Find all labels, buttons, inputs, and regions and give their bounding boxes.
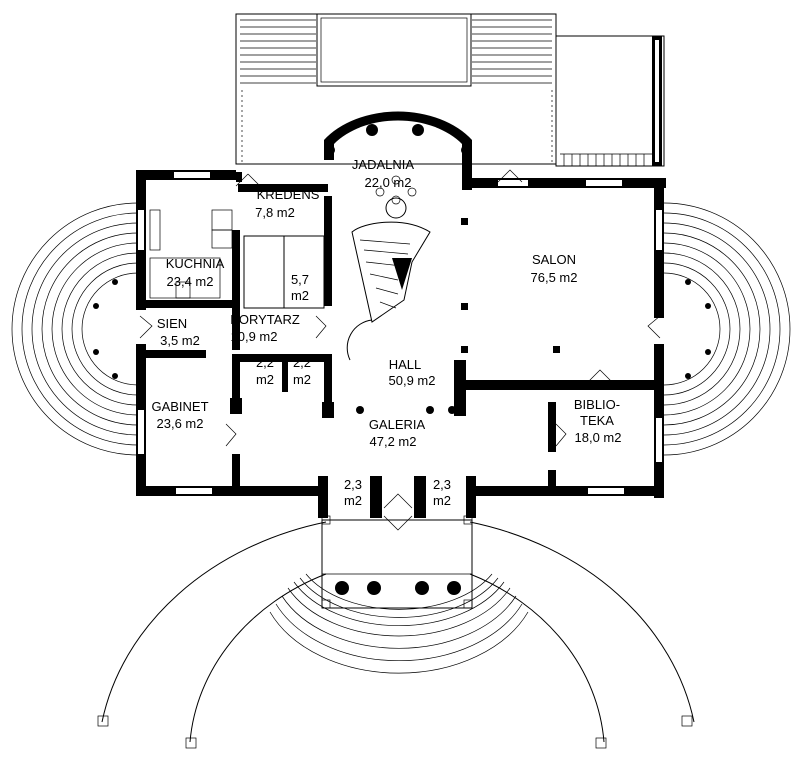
room-wc22a-name: 2,2 <box>256 355 274 370</box>
room-wc23b-name: 2,3 <box>433 477 451 492</box>
east-round-stairs <box>663 202 791 456</box>
room-kuchnia-name: KUCHNIA <box>166 256 225 271</box>
room-jadalnia-name: JADALNIA <box>352 157 414 172</box>
room-salon-area: 76,5 m2 <box>531 270 578 285</box>
north-terrace <box>235 13 557 165</box>
north-left-stairs <box>240 19 316 84</box>
south-grand-stairs <box>97 515 695 749</box>
room-wc23b-area: m2 <box>433 493 451 508</box>
room-kredens-name: KREDENS <box>257 187 320 202</box>
room-wc22b-area: m2 <box>293 372 311 387</box>
room-kuchnia-area: 23,4 m2 <box>167 274 214 289</box>
room-korytarz-name: KORYTARZ <box>230 312 300 327</box>
room-hall-name: HALL <box>389 357 422 372</box>
spiral-staircase <box>346 175 431 361</box>
room-wc57-area: m2 <box>291 288 309 303</box>
room-wc57-name: 5,7 <box>291 272 309 287</box>
room-labels: JADALNIA 22,0 m2 KREDENS 7,8 m2 KUCHNIA … <box>151 157 621 508</box>
room-wc22a-area: m2 <box>256 372 274 387</box>
room-jadalnia-area: 22,0 m2 <box>365 175 412 190</box>
room-salon-name: SALON <box>532 252 576 267</box>
interior-columns <box>356 218 560 414</box>
room-biblioteka-name: BIBLIO- <box>574 397 620 412</box>
room-wc22b-name: 2,2 <box>293 355 311 370</box>
room-sien-area: 3,5 m2 <box>160 333 200 348</box>
northeast-terrace <box>555 35 665 167</box>
room-gabinet-area: 23,6 m2 <box>157 416 204 431</box>
room-galeria-area: 47,2 m2 <box>370 434 417 449</box>
room-biblioteka-name2: TEKA <box>580 413 614 428</box>
room-kredens-area: 7,8 m2 <box>255 205 295 220</box>
room-sien-name: SIEN <box>157 316 187 331</box>
north-right-stairs <box>472 19 552 84</box>
room-biblioteka-area: 18,0 m2 <box>575 430 622 445</box>
room-hall-area: 50,9 m2 <box>389 373 436 388</box>
room-galeria-name: GALERIA <box>369 417 426 432</box>
west-round-stairs <box>11 202 139 456</box>
room-gabinet-name: GABINET <box>151 399 208 414</box>
exterior-walls <box>136 111 666 518</box>
interior-walls <box>146 196 654 490</box>
room-wc23a-area: m2 <box>344 493 362 508</box>
door-swings <box>139 169 661 531</box>
room-korytarz-area: 10,9 m2 <box>231 329 278 344</box>
room-wc23a-name: 2,3 <box>344 477 362 492</box>
